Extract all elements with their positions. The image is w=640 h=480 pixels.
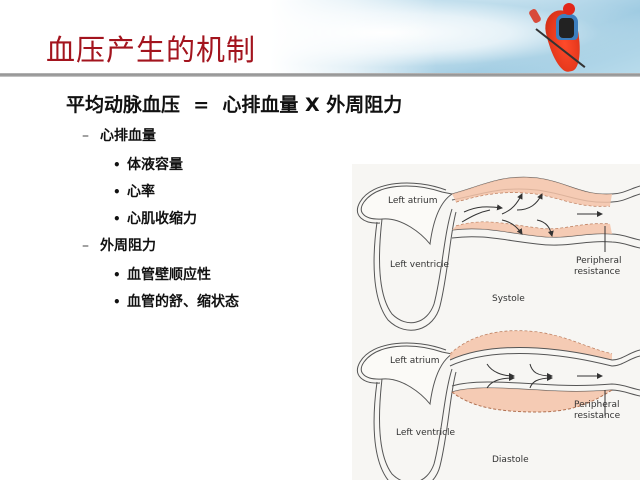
slide-header: 血压产生的机制 xyxy=(0,0,640,75)
label-systole: Systole xyxy=(492,294,525,304)
label-left-atrium: Left atrium xyxy=(390,356,440,366)
diastole-diagram xyxy=(357,330,640,480)
heart-vessel-diagram: Left atrium Left ventricle Peripheral re… xyxy=(352,164,640,480)
formula-heading: 平均动脉血压 = 心排血量 X 外周阻力 xyxy=(66,94,403,116)
outline-subitem: • 心率 xyxy=(113,182,155,202)
outline-sublabel: 血管的舒、缩状态 xyxy=(127,294,239,310)
label-left-ventricle: Left ventricle xyxy=(390,260,450,270)
dash-marker: – xyxy=(82,128,89,144)
outline-item-cardiac-output: –心排血量 xyxy=(82,126,156,146)
outline-subitem: • 血管的舒、缩状态 xyxy=(113,292,239,312)
title-divider xyxy=(0,73,640,77)
outline-label: 心排血量 xyxy=(100,128,156,144)
heart-diagram-illustration xyxy=(357,176,640,480)
outline-subitem: • 心肌收缩力 xyxy=(113,209,197,229)
kayak-banner-image xyxy=(270,0,640,73)
label-diastole: Diastole xyxy=(492,455,529,465)
bullet-icon: • xyxy=(113,158,121,172)
bullet-icon: • xyxy=(113,268,121,282)
label-resistance: resistance xyxy=(574,411,621,421)
dash-marker: – xyxy=(82,238,89,254)
helmet-icon xyxy=(563,3,575,15)
slide-title: 血压产生的机制 xyxy=(46,33,257,67)
life-vest-icon xyxy=(559,18,574,38)
outline-sublabel: 心率 xyxy=(127,184,155,200)
bullet-icon: • xyxy=(113,212,121,226)
outline-sublabel: 体液容量 xyxy=(127,157,183,173)
label-left-ventricle: Left ventricle xyxy=(396,428,456,438)
outline-subitem: • 体液容量 xyxy=(113,155,183,175)
outline-label: 外周阻力 xyxy=(100,238,156,254)
outline-sublabel: 血管壁顺应性 xyxy=(127,267,211,283)
outline-item-peripheral-resistance: –外周阻力 xyxy=(82,236,156,256)
bullet-icon: • xyxy=(113,295,121,309)
bullet-icon: • xyxy=(113,185,121,199)
label-resistance: resistance xyxy=(574,267,621,277)
systole-diagram xyxy=(357,176,640,331)
outline-sublabel: 心肌收缩力 xyxy=(127,211,197,227)
outline-subitem: • 血管壁顺应性 xyxy=(113,265,211,285)
label-peripheral: Peripheral xyxy=(574,400,620,410)
label-peripheral: Peripheral xyxy=(576,256,622,266)
label-left-atrium: Left atrium xyxy=(388,196,438,206)
